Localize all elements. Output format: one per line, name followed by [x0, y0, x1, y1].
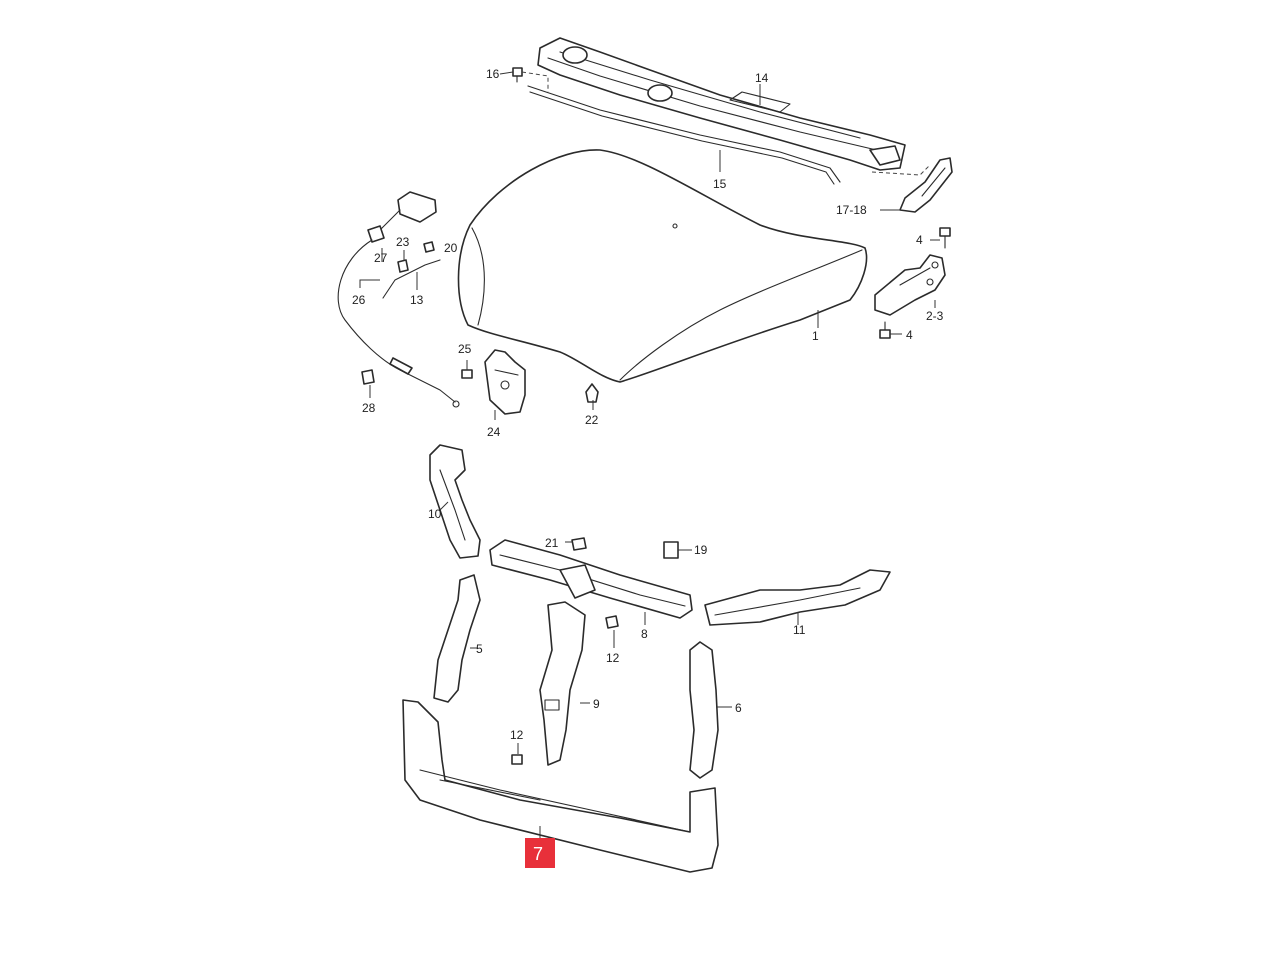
part-28-clip[interactable]: [361, 369, 375, 385]
label-5: 5: [476, 642, 483, 656]
callout-labels: 14 15 16 17-18 1 2-3 4 4 26 27 13 23 20 …: [352, 67, 944, 742]
part-22-hood-bumper[interactable]: [585, 383, 599, 403]
label-26: 26: [352, 293, 366, 307]
part-12-bolt-upper[interactable]: [605, 615, 619, 629]
part-17-18-hinge-arm[interactable]: [899, 157, 953, 213]
part-24-hood-latch[interactable]: [484, 349, 526, 415]
part-7-lower-radiator-support[interactable]: [402, 699, 719, 873]
part-25-bolt[interactable]: [461, 369, 473, 379]
label-15: 15: [713, 177, 727, 191]
part-4-bolt-upper[interactable]: [939, 227, 951, 249]
label-12-upper: 12: [606, 651, 620, 665]
label-24: 24: [487, 425, 501, 439]
part-20-clip[interactable]: [423, 241, 435, 253]
label-16: 16: [486, 67, 500, 81]
label-20: 20: [444, 241, 458, 255]
part-21-clip[interactable]: [571, 537, 587, 551]
label-8: 8: [641, 627, 648, 641]
part-8-upper-crossmember[interactable]: [489, 539, 693, 619]
part-19-grommet[interactable]: [663, 541, 679, 559]
part-2-3-hood-hinge[interactable]: [874, 254, 946, 316]
label-6: 6: [735, 701, 742, 715]
part-4-bolt-lower[interactable]: [879, 321, 891, 339]
part-1-hood[interactable]: [457, 149, 868, 383]
label-12-lower: 12: [510, 728, 524, 742]
label-27: 27: [374, 251, 388, 265]
label-10: 10: [428, 507, 442, 521]
part-11-right-bracket[interactable]: [704, 569, 891, 626]
label-17-18: 17-18: [836, 203, 867, 217]
leader-lines: [359, 71, 940, 838]
label-4-upper: 4: [916, 233, 923, 247]
part-26-27-release-cable[interactable]: [337, 191, 460, 408]
label-4-lower: 4: [906, 328, 913, 342]
callout-7-highlight[interactable]: 7: [525, 838, 555, 868]
label-23: 23: [396, 235, 410, 249]
label-28: 28: [362, 401, 376, 415]
part-5-left-vertical-support[interactable]: [433, 574, 481, 703]
part-15-seal-strip[interactable]: [527, 85, 841, 185]
label-25: 25: [458, 342, 472, 356]
label-9: 9: [593, 697, 600, 711]
part-9-center-support[interactable]: [539, 601, 586, 766]
part-14-cowl-panel[interactable]: [537, 37, 906, 171]
label-7: 7: [533, 844, 543, 864]
label-21: 21: [545, 536, 559, 550]
part-13-support-rod[interactable]: [382, 259, 441, 299]
part-12-bolt-lower[interactable]: [511, 754, 523, 765]
label-1: 1: [812, 329, 819, 343]
callout-7-box: [525, 838, 555, 868]
label-11: 11: [793, 623, 806, 637]
label-13: 13: [410, 293, 424, 307]
label-2-3: 2-3: [926, 309, 944, 323]
label-22: 22: [585, 413, 599, 427]
part-23-clip[interactable]: [397, 259, 409, 273]
label-14: 14: [755, 71, 769, 85]
part-10-headlamp-support-left[interactable]: [429, 444, 481, 559]
label-19: 19: [694, 543, 708, 557]
part-16-clip[interactable]: [512, 67, 523, 83]
part-6-right-vertical-support[interactable]: [689, 641, 719, 779]
